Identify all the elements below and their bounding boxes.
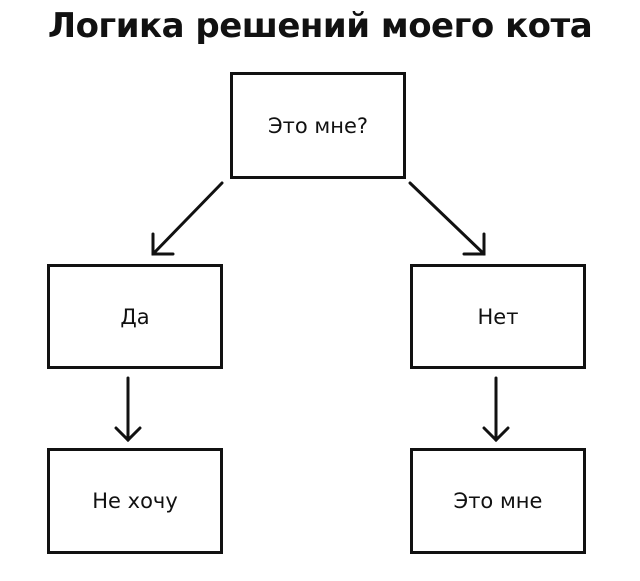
node-no: Нет [410, 264, 586, 369]
node-yes: Да [47, 264, 223, 369]
arrow-to-yes [151, 181, 224, 256]
node-yes-result-label: Не хочу [92, 489, 178, 513]
node-no-result-label: Это мне [453, 489, 543, 513]
node-question: Это мне? [230, 72, 406, 179]
arrow-to-no [408, 181, 486, 256]
node-no-result: Это мне [410, 448, 586, 554]
node-no-label: Нет [477, 304, 519, 329]
diagram-title: Логика решений моего кота [47, 6, 593, 46]
arrow-no-to-result [482, 376, 510, 443]
node-question-label: Это мне? [267, 113, 369, 138]
node-yes-label: Да [120, 304, 150, 329]
arrow-yes-to-result [114, 376, 142, 443]
node-yes-result: Не хочу [47, 448, 223, 554]
